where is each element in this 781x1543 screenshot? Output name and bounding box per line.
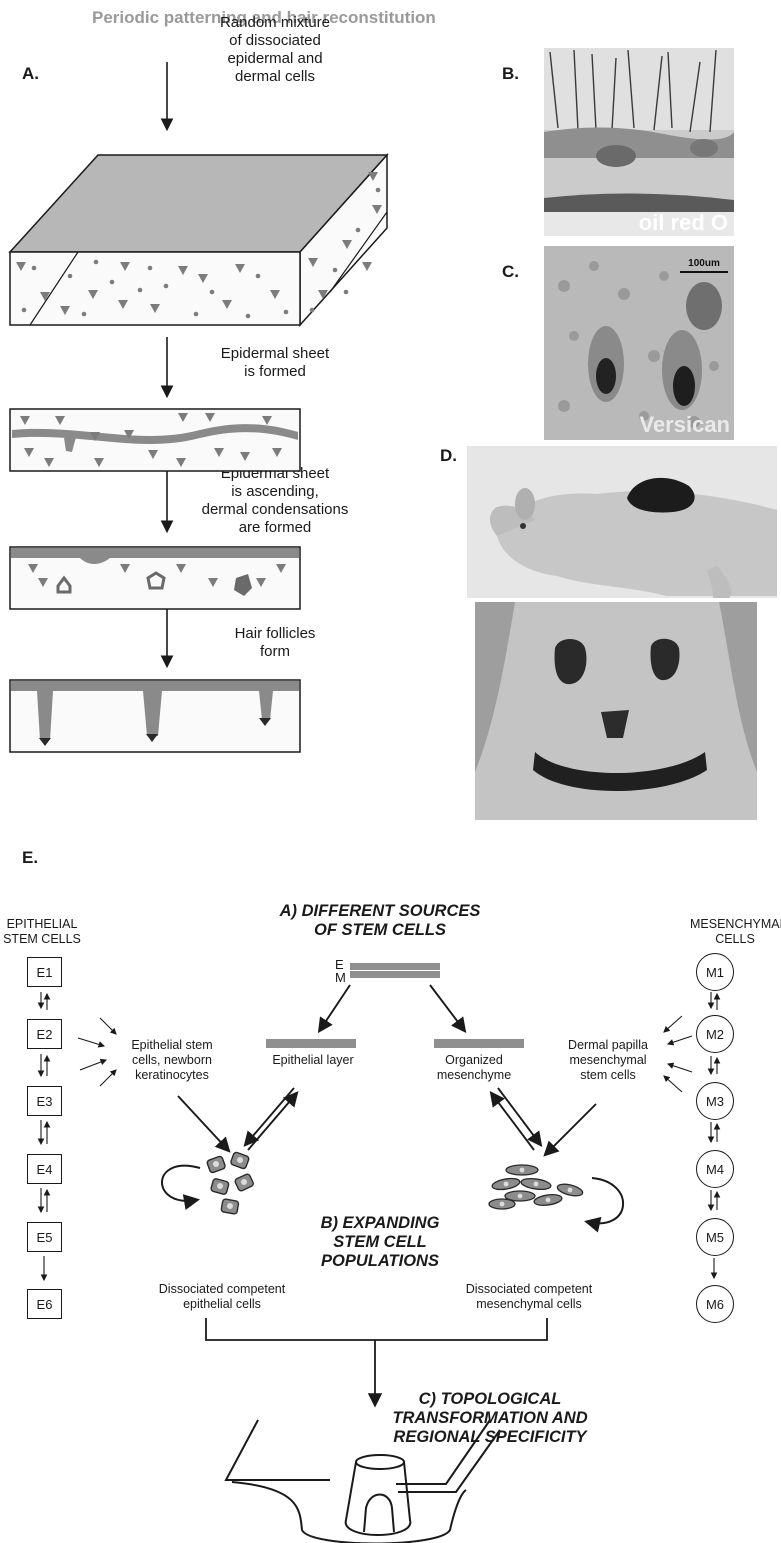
section-c-title: C) TOPOLOGICAL TRANSFORMATION AND REGION… bbox=[392, 1390, 588, 1446]
organized-mesenchyme-label: Organized mesenchyme bbox=[436, 1053, 512, 1082]
epithelial-stem-cells-header: EPITHELIAL STEM CELLS bbox=[3, 917, 81, 946]
m3-circle: M3 bbox=[696, 1082, 734, 1120]
renewal-arrows bbox=[161, 1164, 624, 1233]
panel-a-label: A. bbox=[22, 64, 39, 83]
cell-mixture-block bbox=[8, 153, 389, 327]
dermal-sources-label: Dermal papilla mesenchymal stem cells bbox=[568, 1038, 648, 1082]
mouse-smiley-face-photo bbox=[475, 602, 757, 820]
oil-red-o-stain-label: oil red O bbox=[639, 210, 728, 235]
em-m-label: M bbox=[335, 970, 346, 985]
versican-stain-label: Versican bbox=[639, 412, 730, 437]
merge-bracket bbox=[205, 1318, 548, 1408]
m5-circle: M5 bbox=[696, 1218, 734, 1256]
dermal-condensation-diagram bbox=[9, 546, 301, 610]
m1-circle: M1 bbox=[696, 953, 734, 991]
panel-c-label: C. bbox=[502, 262, 519, 281]
dissociated-mesenchymal-label: Dissociated competent mesenchymal cells bbox=[465, 1282, 593, 1311]
tissue-bars bbox=[266, 963, 524, 1048]
source-arrows bbox=[77, 1015, 693, 1093]
panel-e-label: E. bbox=[22, 848, 39, 867]
m4-circle: M4 bbox=[696, 1150, 734, 1188]
e6-label: E6 bbox=[36, 1296, 53, 1312]
step-2-caption: Epidermal sheet is formed bbox=[220, 345, 330, 380]
m2-circle: M2 bbox=[696, 1015, 734, 1053]
e5-box: E5 bbox=[27, 1222, 62, 1252]
hair-follicle-diagram bbox=[9, 679, 301, 753]
e1-box: E1 bbox=[27, 957, 62, 987]
section-b-title: B) EXPANDING STEM CELL POPULATIONS bbox=[320, 1214, 440, 1270]
panel-d-label: D. bbox=[440, 446, 457, 465]
epithelial-cell-cluster bbox=[206, 1151, 254, 1215]
m1-label: M1 bbox=[705, 964, 725, 980]
e2-label: E2 bbox=[36, 1026, 53, 1042]
em-e-label: E bbox=[335, 957, 344, 972]
dissociated-epithelial-label: Dissociated competent epithelial cells bbox=[158, 1282, 286, 1311]
m2-label: M2 bbox=[705, 1026, 725, 1042]
panel-a-schematic bbox=[8, 62, 389, 753]
e3-box: E3 bbox=[27, 1086, 62, 1116]
flow-arrows bbox=[177, 984, 597, 1157]
versican-micrograph: 100um Versican bbox=[544, 246, 734, 440]
panel-b-label: B. bbox=[502, 64, 519, 83]
e3-label: E3 bbox=[36, 1093, 53, 1109]
step-4-caption: Hair follicles form bbox=[234, 625, 316, 660]
e2-box: E2 bbox=[27, 1019, 62, 1049]
scale-bar-label: 100um bbox=[688, 258, 720, 269]
m5-label: M5 bbox=[705, 1229, 725, 1245]
epithelial-layer-label: Epithelial layer bbox=[272, 1053, 354, 1067]
e4-label: E4 bbox=[36, 1161, 53, 1177]
m4-label: M4 bbox=[705, 1161, 725, 1177]
section-a-title: A) DIFFERENT SOURCES OF STEM CELLS bbox=[279, 902, 481, 939]
chain-arrows bbox=[37, 992, 721, 1282]
mesenchymal-cells-header: MESENCHYMAL CELLS bbox=[690, 917, 781, 946]
mouse-hair-patch-photo bbox=[467, 446, 777, 598]
hair-follicle-outline bbox=[224, 1419, 501, 1543]
epithelial-sources-label: Epithelial stem cells, newborn keratinoc… bbox=[131, 1038, 213, 1082]
figure-heading: Periodic patterning and hair reconstitut… bbox=[92, 8, 436, 27]
mesenchymal-cell-cluster bbox=[488, 1164, 584, 1210]
step-1-caption: Random mixture of dissociated epidermal … bbox=[219, 14, 331, 85]
epidermal-sheet-diagram bbox=[9, 408, 301, 472]
e4-box: E4 bbox=[27, 1154, 62, 1184]
e5-label: E5 bbox=[36, 1229, 53, 1245]
e6-box: E6 bbox=[27, 1289, 62, 1319]
m3-label: M3 bbox=[705, 1093, 725, 1109]
oil-red-o-micrograph: oil red O bbox=[544, 48, 734, 236]
e1-label: E1 bbox=[36, 964, 53, 980]
m6-circle: M6 bbox=[696, 1285, 734, 1323]
m6-label: M6 bbox=[705, 1296, 725, 1312]
